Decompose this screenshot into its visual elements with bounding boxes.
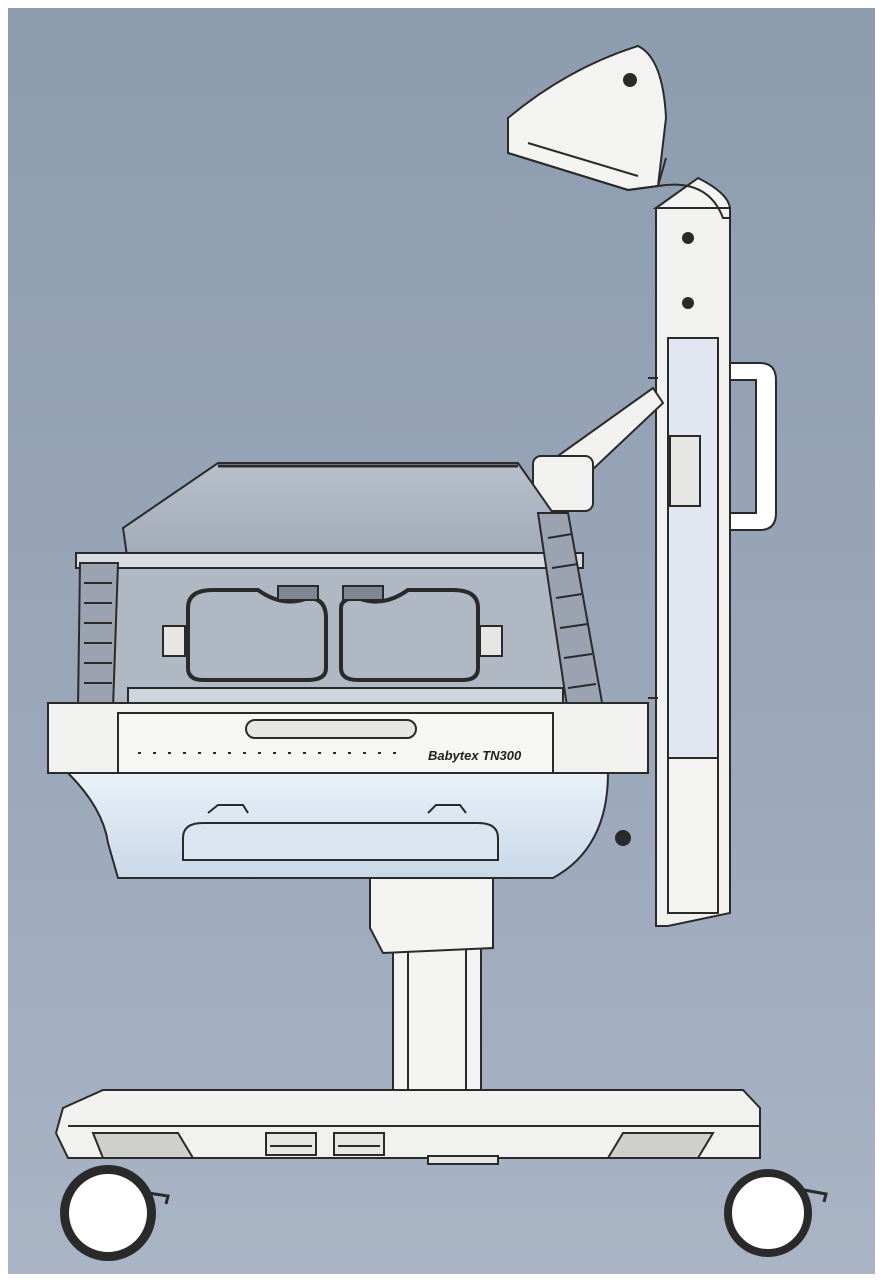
wheel-left	[60, 1165, 170, 1261]
wheel-right	[724, 1169, 828, 1257]
lift-column	[369, 875, 494, 1091]
photo-frame: Babytex TN300	[8, 8, 875, 1274]
canopy	[75, 462, 584, 704]
mast	[648, 207, 731, 927]
side-hinge-left	[76, 562, 120, 709]
support-arm	[532, 386, 665, 512]
heater-lamp	[507, 44, 732, 219]
front-panel	[47, 702, 649, 774]
brand-label: Babytex TN300	[428, 748, 522, 763]
mast-handle	[729, 362, 777, 531]
incubator-illustration: Babytex TN300	[47, 44, 828, 1261]
hand-ports	[162, 585, 503, 682]
base-cart	[54, 1089, 761, 1165]
lower-shell	[65, 772, 631, 879]
